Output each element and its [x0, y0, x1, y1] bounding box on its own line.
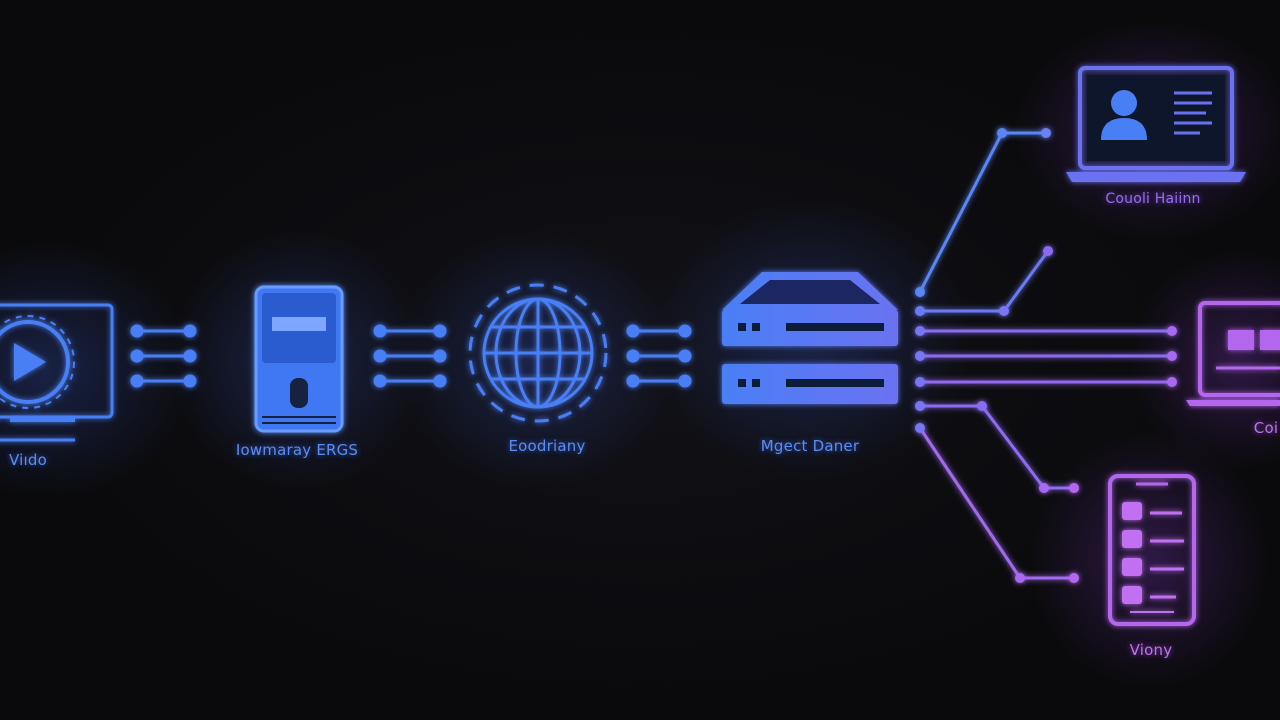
- node-label-server: Iowmaray ERGS: [235, 441, 359, 459]
- server-tower-icon: [254, 285, 344, 433]
- router-icon: [722, 272, 898, 404]
- monitor-icon: [1186, 301, 1280, 406]
- fanout-nodes: [915, 128, 1177, 583]
- video-monitor-icon: [0, 303, 114, 442]
- node-label-video: Viıdo: [9, 451, 47, 469]
- connector-globe-router: [626, 324, 692, 388]
- connector-server-globe: [373, 324, 447, 388]
- node-label-monitor: Coi: [1253, 419, 1279, 437]
- node-label-router: Mgect Daner: [760, 437, 860, 455]
- phone-list-icon: [1108, 474, 1196, 626]
- node-label-laptop: Couoli Haiinn: [1105, 191, 1201, 207]
- laptop-user-icon: [1066, 66, 1246, 182]
- globe-icon: [468, 283, 608, 423]
- node-label-phone: Viony: [1129, 641, 1173, 659]
- connector-video-server: [130, 324, 197, 388]
- node-label-globe: Eoodriany: [508, 437, 586, 455]
